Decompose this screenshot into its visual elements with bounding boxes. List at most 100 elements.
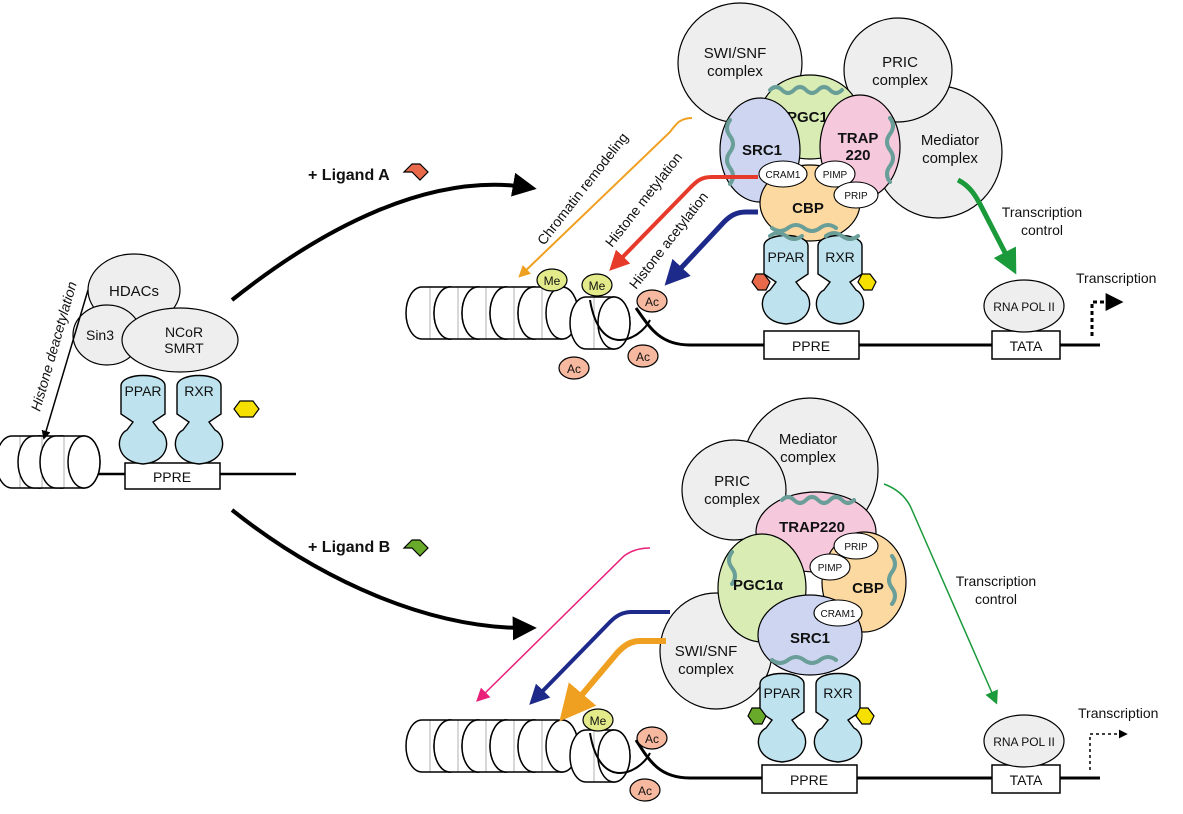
bottom-transcription-label: Transcription (1078, 705, 1158, 721)
bottom-ac-label-2: Ac (638, 784, 652, 798)
left-ppre-label: PPRE (153, 469, 191, 485)
bottom-mediator-label-2: complex (780, 449, 836, 466)
top-ppar-ligand-icon (751, 273, 771, 291)
top-histone-acetylation-arrow (664, 209, 758, 286)
ligand-a-transition-arrow (230, 172, 537, 302)
bottom-src1-label: SRC1 (790, 630, 830, 647)
bottom-prip-label: PRIP (844, 542, 868, 553)
bottom-activated-state: Me Ac Ac PPRE TATA RNA POL II Transcript… (405, 397, 1158, 802)
top-rna-pol-ii-label: RNA POL II (993, 300, 1055, 314)
top-swisnf-label-2: complex (707, 63, 763, 80)
top-pric-label-2: complex (872, 72, 928, 89)
bottom-me-label: Me (590, 714, 607, 728)
top-tata-label: TATA (1010, 338, 1043, 354)
top-prip (833, 181, 879, 209)
bottom-rxr-ligand-icon (855, 707, 875, 725)
left-hdacs-label: HDACs (109, 283, 159, 300)
left-sin3-label: Sin3 (86, 327, 114, 343)
top-tata-box (991, 330, 1061, 360)
top-me-label-2: Me (589, 279, 606, 293)
bottom-mediator-label-1: Mediator (779, 431, 837, 448)
top-rna-pol-ii (983, 279, 1065, 333)
top-me-badge-1 (536, 268, 568, 292)
top-src1-label: SRC1 (742, 142, 782, 159)
ligand-a-icon (402, 163, 429, 181)
left-smrt-label: SMRT (164, 340, 204, 356)
ligand-a-label: + Ligand A (308, 167, 390, 184)
top-pimp-label: PIMP (823, 170, 848, 181)
bottom-orange-arrow (559, 638, 666, 722)
top-trap220-label-2: 220 (845, 147, 870, 164)
top-ac-label-3: Ac (636, 350, 650, 364)
bottom-navy-arrow (529, 610, 670, 705)
left-repressed-state: PPRE HDACs Sin3 NCoR SMRT PPAR RXR Histo… (0, 253, 296, 490)
bottom-cbp-label: CBP (852, 580, 884, 597)
bottom-transcription-control-label-2: control (975, 591, 1017, 607)
bottom-ac-label-1: Ac (645, 732, 659, 746)
top-cram1-label: CRAM1 (765, 170, 800, 181)
top-pimp (814, 160, 856, 188)
top-ac-label-2: Ac (567, 362, 581, 376)
top-trap220-label-1: TRAP (838, 130, 879, 147)
left-nucleosome-array (0, 435, 101, 489)
top-transcription-control-arrow (956, 177, 1017, 275)
ligand-b-icon (402, 539, 429, 557)
bottom-trap220-label: TRAP220 (779, 519, 845, 536)
bottom-ppre-label: PPRE (790, 772, 828, 788)
bottom-rxr-label: RXR (823, 685, 853, 701)
bottom-swisnf-label-1: SWI/SNF (675, 643, 738, 660)
top-activated-state: Me Me Ac Ac Ac PPRE TATA RNA POL II Tran… (405, 2, 1156, 380)
bottom-ac-badge-1 (636, 726, 668, 750)
bottom-rna-pol-ii-label: RNA POL II (993, 735, 1055, 749)
top-ppar-label: PPAR (767, 249, 804, 265)
bottom-pric-complex (681, 439, 787, 541)
top-rxr-label: RXR (825, 249, 855, 265)
left-rxr-label: RXR (184, 383, 214, 399)
top-cram1 (758, 160, 808, 188)
top-ac-badge-1 (636, 289, 668, 313)
top-prip-label: PRIP (844, 191, 868, 202)
histone-deacetylation-arrow (41, 289, 89, 440)
bottom-transcription-control-label-1: Transcription (956, 573, 1036, 589)
bottom-pgc1a-label: PGC1α (733, 577, 784, 594)
top-swisnf-label-1: SWI/SNF (704, 45, 767, 62)
top-pric-complex (843, 17, 953, 123)
bottom-ppar-label: PPAR (763, 685, 800, 701)
top-ac-badge-2 (558, 356, 590, 380)
bottom-pimp-label: PIMP (818, 563, 843, 574)
bottom-rna-pol-ii (983, 714, 1065, 768)
left-rxr-ligand-icon (233, 400, 260, 418)
top-ac-badge-3 (627, 344, 659, 368)
top-transcription-label: Transcription (1076, 270, 1156, 286)
top-mediator-label-2: complex (922, 150, 978, 167)
bottom-ac-badge-2 (629, 778, 661, 802)
top-me-badge-2 (581, 273, 613, 297)
top-ppre-label: PPRE (792, 338, 830, 354)
bottom-magenta-arrow (476, 547, 651, 702)
top-transcription-arrow (1090, 293, 1124, 336)
top-me-label-1: Me (544, 274, 561, 288)
top-cbp-label: CBP (792, 200, 824, 217)
ligand-b-transition-arrow (230, 508, 537, 641)
bottom-cram1-label: CRAM1 (820, 609, 855, 620)
top-rxr-ligand-icon (857, 273, 877, 291)
bottom-tata-label: TATA (1010, 772, 1043, 788)
top-transcription-control-label-1: Transcription (1002, 204, 1082, 220)
top-transcription-control-label-2: control (1021, 222, 1063, 238)
bottom-pimp (809, 553, 851, 581)
bottom-swisnf-label-2: complex (678, 661, 734, 678)
ligand-b-label: + Ligand B (308, 539, 390, 556)
bottom-pric-label-1: PRIC (714, 473, 750, 490)
top-ac-label-1: Ac (645, 295, 659, 309)
bottom-pric-label-2: complex (704, 491, 760, 508)
top-mediator-label-1: Mediator (921, 132, 979, 149)
bottom-transcription-control-arrow (883, 483, 998, 705)
bottom-prip (833, 532, 879, 560)
bottom-transcription-arrow (1089, 729, 1128, 770)
left-ncor-smrt-complex (121, 307, 239, 373)
left-ppre-box (124, 462, 221, 490)
left-ncor-label: NCoR (165, 324, 203, 340)
bottom-ppre-box (761, 764, 858, 794)
top-chromatin-remodeling-arrow (518, 117, 693, 278)
bottom-cram1 (813, 599, 863, 627)
